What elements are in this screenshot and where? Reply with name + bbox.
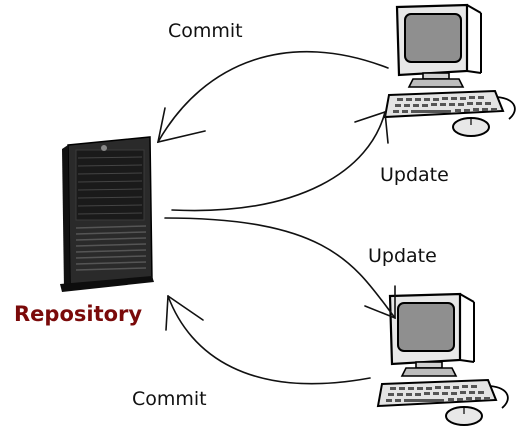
client-computer-top [383, 3, 516, 138]
commit-label-bottom: Commit [132, 388, 207, 410]
update-arrow-bottom [164, 217, 396, 320]
update-label-top: Update [380, 164, 449, 186]
update-label-bottom: Update [368, 245, 437, 267]
commit-arrow-bottom [165, 295, 371, 385]
server-tower-icon [60, 136, 154, 292]
commit-label-top: Commit [168, 20, 243, 42]
update-arrow-top [171, 110, 389, 212]
client-computer-bottom [376, 292, 509, 427]
repository-label: Repository [14, 302, 143, 326]
commit-arrow-top [156, 50, 389, 144]
